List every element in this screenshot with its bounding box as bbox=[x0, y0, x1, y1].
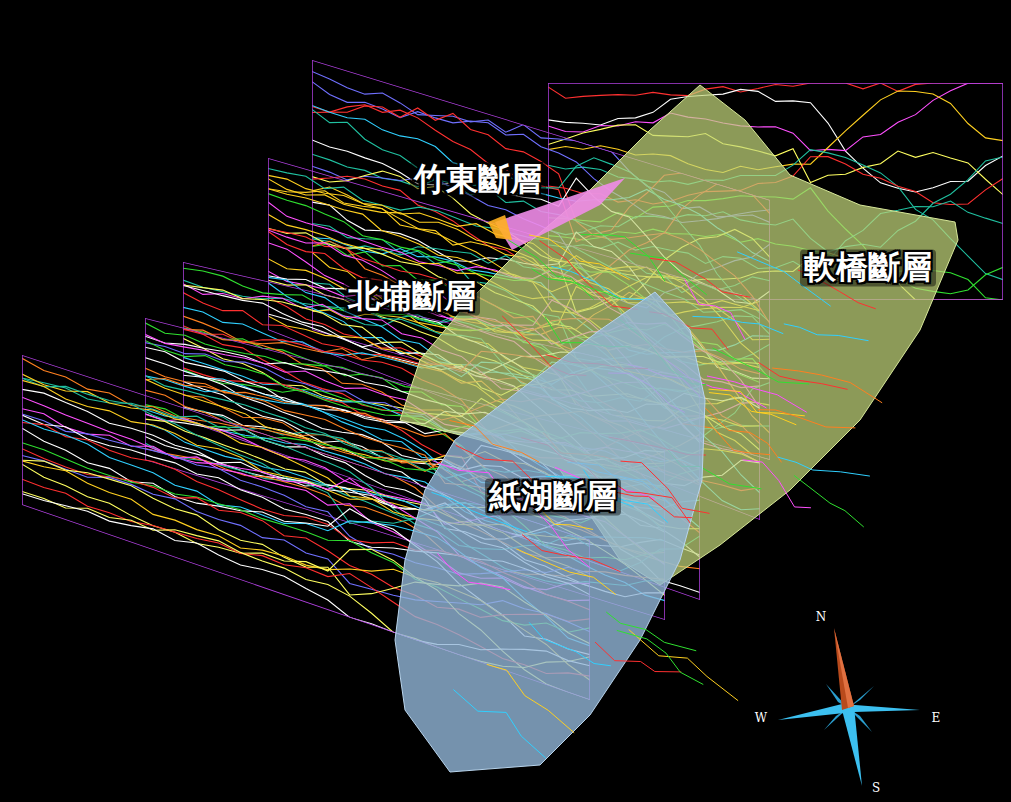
fault-trace bbox=[759, 362, 848, 389]
fault-trace bbox=[487, 664, 574, 732]
fault-trace bbox=[784, 324, 869, 341]
fault-trace bbox=[709, 393, 796, 425]
compass-needle bbox=[834, 628, 854, 708]
fault-trace bbox=[650, 258, 751, 297]
fault-trace bbox=[685, 280, 745, 340]
compass-point bbox=[842, 706, 862, 786]
fault-trace bbox=[707, 376, 807, 412]
fault-trace bbox=[712, 348, 809, 384]
fault-label: 北埔斷層 bbox=[344, 278, 480, 315]
fault-surface-orange bbox=[488, 215, 512, 240]
compass-rose bbox=[778, 628, 920, 786]
compass-letter: E bbox=[930, 711, 943, 726]
fault-trace bbox=[437, 553, 510, 589]
compass-letter: N bbox=[814, 610, 829, 625]
fault-trace bbox=[581, 235, 666, 282]
fault-trace bbox=[551, 266, 647, 300]
fault-label: 紙湖斷層 bbox=[485, 478, 621, 515]
fault-traces-front bbox=[431, 420, 738, 758]
fault-trace bbox=[540, 241, 638, 310]
fault-label: 軟橋斷層 bbox=[800, 249, 936, 286]
fault-trace bbox=[742, 460, 810, 508]
fault-trace bbox=[778, 457, 870, 476]
fault-trace bbox=[529, 622, 611, 665]
stratum-line bbox=[548, 83, 1003, 151]
fault-trace bbox=[758, 410, 855, 428]
compass-letter: S bbox=[870, 781, 882, 796]
compass-needle bbox=[834, 628, 854, 710]
compass-letter: W bbox=[753, 711, 769, 726]
fault-trace bbox=[449, 420, 539, 462]
fault-trace bbox=[617, 630, 703, 684]
fault-label: 竹東斷層 bbox=[410, 161, 546, 198]
fault-trace bbox=[529, 235, 630, 280]
fault-trace bbox=[532, 269, 621, 299]
fault-surface-blue bbox=[395, 292, 705, 772]
fault-trace bbox=[692, 316, 783, 333]
fault-trace bbox=[772, 368, 882, 403]
fault-trace bbox=[630, 253, 707, 295]
fault-trace bbox=[794, 475, 864, 527]
fault-trace bbox=[621, 461, 710, 513]
fault-trace bbox=[522, 535, 620, 572]
stratum-line bbox=[548, 83, 1003, 98]
fault-trace bbox=[704, 407, 781, 462]
